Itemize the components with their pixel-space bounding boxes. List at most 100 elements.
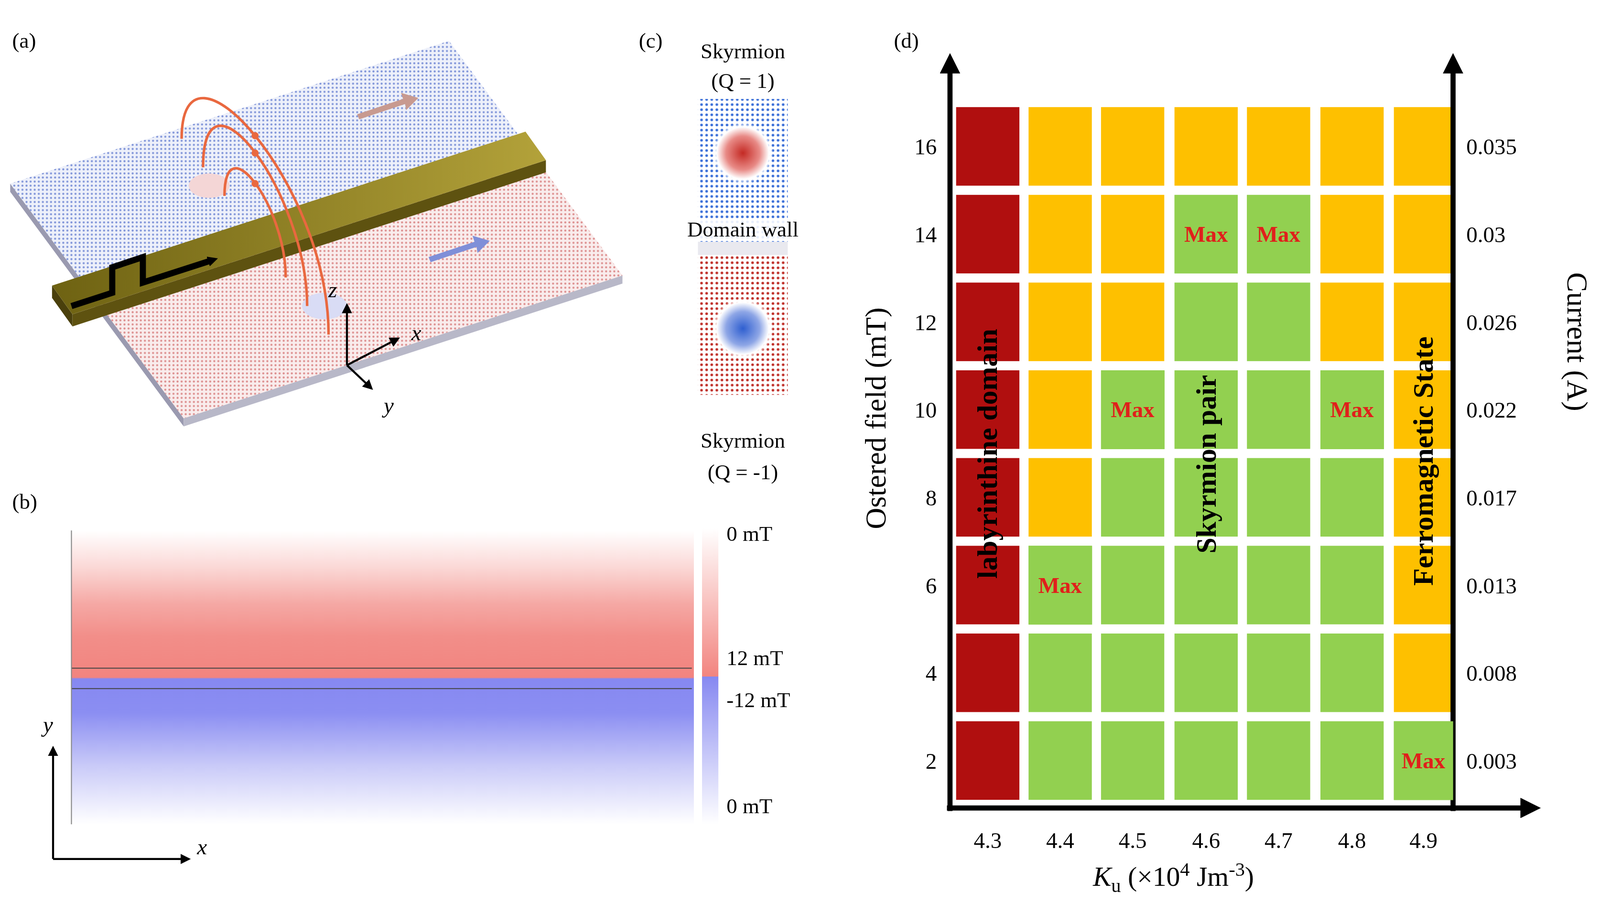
max-label: Max [1329,398,1374,422]
colorbar-label: 0 mT [726,522,773,545]
colorbar-label: 12 mT [726,647,783,670]
tick-label: 0.003 [1466,748,1517,773]
axis-title: Current (A) [1562,272,1594,412]
grid-cell [1246,633,1310,713]
max-cell: Max [1174,194,1238,274]
grid-cell [956,107,1020,186]
tick-label: 14 [914,222,937,246]
axis-name: x [411,320,422,345]
annotation: Domain wall [684,218,802,241]
skyrmion-pair-image [697,98,788,395]
grid-cell [1028,107,1092,186]
tick-label: 4.6 [1191,829,1221,853]
colorbar-label: -12 mT [726,688,790,712]
max-label: Max [1256,222,1301,246]
tick-label: 4.4 [1046,829,1075,853]
axis-title: 4 [1179,860,1190,880]
tick-label: 0.017 [1466,485,1517,509]
tick-label: 16 [914,134,937,159]
tick-label: 4.8 [1338,829,1367,853]
max-cell: Max [1028,545,1092,625]
field-map [53,528,719,860]
tick-label: 0.03 [1466,222,1506,246]
grid-cell [956,721,1020,800]
grid-cell [1174,721,1238,800]
grid-cell [1394,721,1454,800]
grid-cell [1320,370,1384,449]
max-cell: Max [1101,370,1165,449]
tick-label: 12 [914,310,937,334]
grid-cell [1246,721,1310,800]
tick-label: 4.3 [973,829,1003,853]
grid-cell [1246,370,1310,449]
colorbar-label: 0 mT [726,794,773,818]
panel-letter: (b) [12,490,38,514]
grid-cell [1101,633,1165,713]
grid-cell [1174,194,1238,274]
panel-letter: (d) [893,29,919,53]
panel-letter: (c) [638,29,663,53]
grid-cell [956,633,1020,713]
tick-label: 0.026 [1466,310,1517,334]
grid-cell [1394,633,1454,713]
grid-cell [1101,458,1165,537]
annotation: Skyrmion [700,39,786,63]
grid-cell [1174,282,1238,361]
tick-label: 8 [925,485,937,509]
film-illustration [10,40,623,427]
axis-title: Jm [1196,863,1229,892]
panel-letter: (a) [12,29,37,53]
tick-label: 2 [925,748,937,773]
axis-title: K [1092,863,1112,892]
tick-label: 0.013 [1466,573,1517,597]
max-label: Max [1110,398,1155,422]
grid-cell [1101,721,1165,800]
annotation: (Q = -1) [707,461,779,484]
tick-label: 4.9 [1409,829,1438,853]
grid-cell [1320,458,1384,537]
grid-cell [1320,545,1384,625]
grid-cell [956,194,1020,274]
grid-cell [1028,633,1092,713]
tick-label: 0.035 [1466,134,1517,159]
grid-cell [1028,194,1092,274]
region-label-box: labyrinthine domain [956,107,1020,800]
axis-title: u [1111,876,1121,896]
phase-axes [946,71,1523,811]
axis-name: y [43,712,54,736]
grid-cell [1394,107,1454,186]
max-cell: Max [1246,194,1310,274]
axis-name: x [196,835,207,859]
tick-label: 4.7 [1264,829,1293,853]
grid-cell [1246,545,1310,625]
grid-cell [1101,545,1165,625]
grid-cell [1028,282,1092,361]
grid-cell [1246,107,1310,186]
region-label: Skyrmion pair [1190,375,1222,554]
grid-cell [1028,721,1092,800]
grid-cell [1101,107,1165,186]
grid-cell [1101,370,1165,449]
max-cell: Max [1394,721,1454,800]
annotation: (Q = 1) [711,69,775,92]
phase-grid [956,107,1454,800]
grid-cell [1174,545,1238,625]
tick-label: 0.022 [1466,398,1517,422]
grid-cell [1028,545,1092,625]
tick-label: 10 [914,398,937,422]
grid-cell [1320,721,1384,800]
grid-cell [1394,194,1454,274]
tick-label: 4.5 [1118,829,1147,853]
axis-name: z [328,278,337,302]
grid-cell [1101,194,1165,274]
axis-title: Ostered field (mT) [860,307,892,530]
axis-name: y [383,393,394,417]
grid-cell [1101,282,1165,361]
grid-cell [1246,458,1310,537]
max-label: Max [1038,573,1082,597]
tick-label: 0.008 [1466,661,1517,685]
grid-cell [1174,633,1238,713]
annotation: Skyrmion [700,429,786,453]
